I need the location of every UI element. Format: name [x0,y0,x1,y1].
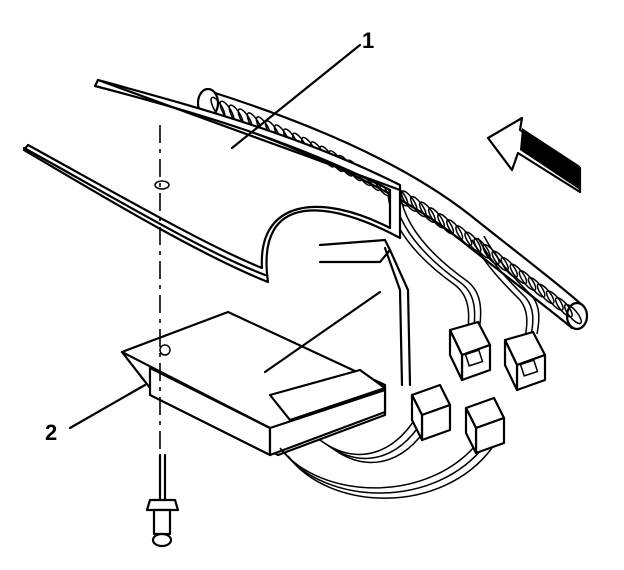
electronic-module [120,246,412,457]
callout-1-leader [230,43,362,150]
callout-1-label: 1 [362,28,374,53]
callout-2-leader [68,383,147,430]
connector-4 [464,396,506,455]
callout-2-label: 2 [45,420,57,445]
connector-3 [410,383,452,442]
connector-1 [448,320,492,382]
forward-arrow-icon [486,116,582,194]
fastener-alignment-line [154,125,170,450]
rivet-icon [145,453,180,548]
connector-2 [503,330,547,392]
conduit-rib [563,303,583,325]
